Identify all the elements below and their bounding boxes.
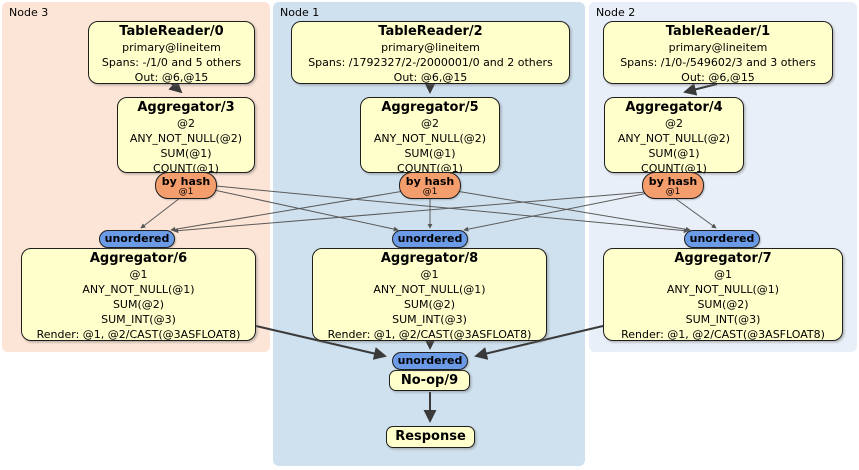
processor-detail: SUM_INT(@3) [685, 313, 761, 326]
processor-detail: COUNT(@1) [397, 162, 463, 175]
processor-detail: @2 [665, 117, 683, 130]
sync-unordered: unordered [392, 352, 468, 370]
processor-tablereader-1: TableReader/1 primary@lineitem Spans: /1… [603, 21, 833, 84]
processor-detail: SUM(@2) [112, 298, 165, 311]
processor-tablereader-0: TableReader/0 primary@lineitem Spans: -/… [88, 21, 255, 84]
router-label: by hash [405, 175, 455, 188]
processor-title: Aggregator/5 [381, 100, 479, 115]
processor-detail: ANY_NOT_NULL(@2) [617, 132, 731, 145]
processor-title: Aggregator/3 [137, 100, 235, 115]
processor-detail: SUM_INT(@3) [392, 313, 467, 326]
processor-title: Aggregator/4 [625, 100, 723, 115]
router-by-hash: by hash @1 [399, 172, 461, 199]
processor-aggregator-7: Aggregator/7 @1 ANY_NOT_NULL(@1) SUM(@2)… [603, 248, 843, 341]
processor-detail: Render: @1, @2/CAST(@3ASFLOAT8) [327, 328, 532, 341]
processor-detail: ANY_NOT_NULL(@1) [666, 283, 780, 296]
processor-noop-9: No-op/9 [389, 370, 470, 391]
response-node: Response [386, 426, 475, 448]
processor-detail: ANY_NOT_NULL(@1) [82, 283, 195, 296]
processor-title: Aggregator/7 [674, 251, 772, 266]
processor-detail: SUM(@1) [160, 147, 212, 160]
router-detail: @1 [665, 187, 681, 197]
processor-detail: COUNT(@1) [153, 162, 219, 175]
processor-detail: SUM(@2) [697, 298, 749, 311]
processor-detail: Render: @1, @2/CAST(@3ASFLOAT8) [36, 328, 241, 341]
processor-detail: Out: @6,@15 [393, 71, 468, 84]
processor-title: Aggregator/6 [89, 251, 188, 266]
processor-detail: @2 [421, 117, 439, 130]
processor-detail: primary@lineitem [122, 41, 221, 54]
processor-detail: SUM(@2) [403, 298, 456, 311]
processor-detail: SUM(@1) [648, 147, 700, 160]
processor-aggregator-6: Aggregator/6 @1 ANY_NOT_NULL(@1) SUM(@2)… [21, 248, 256, 341]
processor-detail: @1 [714, 268, 732, 281]
processor-detail: ANY_NOT_NULL(@2) [373, 132, 487, 145]
processor-title: TableReader/1 [665, 24, 771, 39]
processor-detail: @1 [129, 268, 148, 281]
processor-detail: Spans: /1/0-/549602/3 and 3 others [620, 56, 816, 69]
sync-unordered: unordered [99, 230, 175, 248]
sync-unordered: unordered [684, 230, 760, 248]
processor-detail: SUM(@1) [404, 147, 456, 160]
router-label: by hash [648, 175, 698, 188]
processor-detail: Out: @6,@15 [134, 71, 209, 84]
processor-detail: Spans: /1792327/2-/2000001/0 and 2 other… [308, 56, 553, 69]
router-label: by hash [161, 175, 211, 188]
region-label: Node 1 [280, 6, 320, 19]
processor-aggregator-3: Aggregator/3 @2 ANY_NOT_NULL(@2) SUM(@1)… [117, 97, 255, 175]
processor-detail: ANY_NOT_NULL(@2) [129, 132, 243, 145]
processor-detail: COUNT(@1) [641, 162, 707, 175]
processor-detail: Out: @6,@15 [681, 71, 755, 84]
processor-detail: ANY_NOT_NULL(@1) [373, 283, 486, 296]
processor-detail: SUM_INT(@3) [101, 313, 176, 326]
router-detail: @1 [178, 187, 194, 197]
processor-detail: @1 [420, 268, 439, 281]
processor-detail: @2 [177, 117, 195, 130]
processor-title: TableReader/2 [378, 24, 483, 39]
router-detail: @1 [422, 187, 438, 197]
processor-detail: Render: @1, @2/CAST(@3ASFLOAT8) [621, 328, 825, 341]
processor-aggregator-5: Aggregator/5 @2 ANY_NOT_NULL(@2) SUM(@1)… [360, 97, 500, 175]
processor-detail: Spans: -/1/0 and 5 others [101, 56, 242, 69]
router-by-hash: by hash @1 [642, 172, 704, 199]
region-label: Node 3 [9, 6, 49, 19]
processor-detail: primary@lineitem [381, 41, 480, 54]
sync-unordered: unordered [392, 230, 468, 248]
processor-tablereader-2: TableReader/2 primary@lineitem Spans: /1… [291, 21, 570, 84]
processor-title: Aggregator/8 [380, 251, 479, 266]
processor-title: TableReader/0 [119, 24, 224, 39]
processor-detail: primary@lineitem [668, 41, 768, 54]
processor-aggregator-8: Aggregator/8 @1 ANY_NOT_NULL(@1) SUM(@2)… [312, 248, 547, 341]
region-label: Node 2 [596, 6, 636, 19]
processor-aggregator-4: Aggregator/4 @2 ANY_NOT_NULL(@2) SUM(@1)… [604, 97, 744, 175]
router-by-hash: by hash @1 [155, 172, 217, 199]
